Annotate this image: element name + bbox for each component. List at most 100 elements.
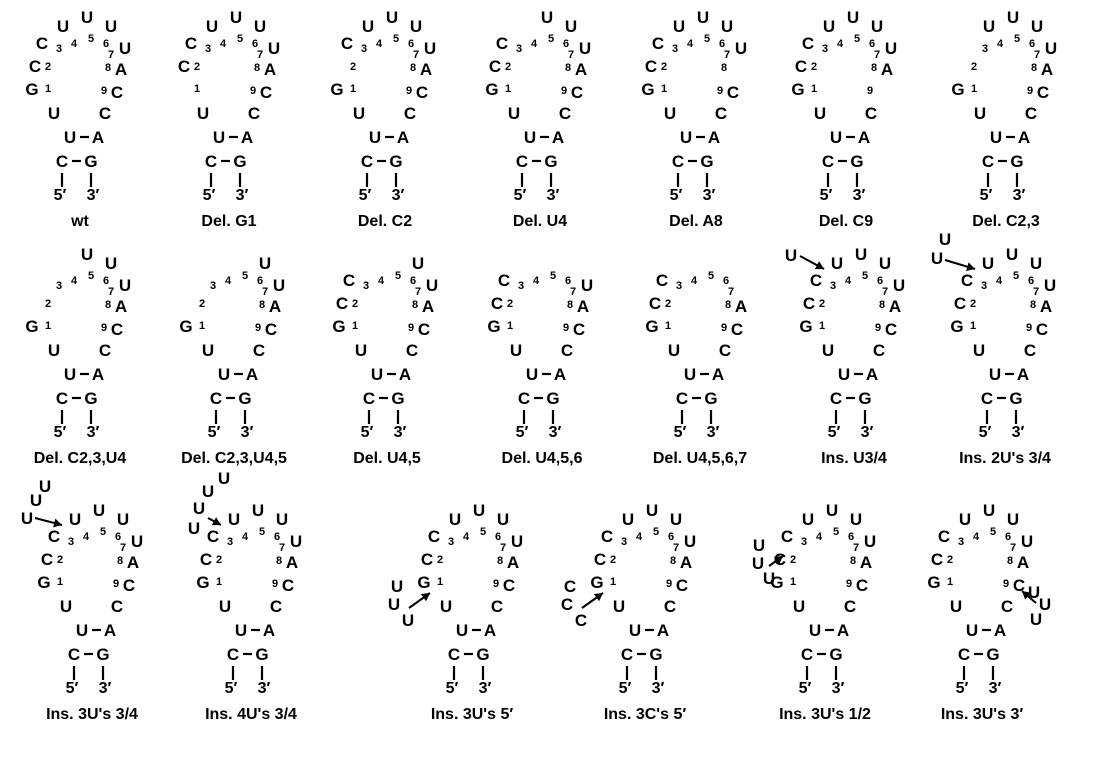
position-index-1: 1	[661, 83, 667, 95]
position-index-7: 7	[120, 542, 126, 554]
stem-base-u: U	[526, 365, 538, 384]
loop-base-2: C	[645, 57, 657, 76]
position-index-7: 7	[279, 542, 285, 554]
three-prime-label: 3′	[392, 187, 405, 204]
position-index-4: 4	[225, 275, 232, 287]
loop-base-6: U	[1031, 17, 1043, 36]
loop-base-8: A	[420, 60, 432, 79]
stem-base-u: U	[76, 621, 88, 640]
loop-base-5: U	[81, 8, 93, 27]
loop-base-4: U	[802, 510, 814, 529]
loop-base-6: U	[1007, 510, 1019, 529]
loop-base-1: G	[641, 80, 654, 99]
stem-base-g: G	[700, 152, 713, 171]
position-index-6: 6	[1029, 38, 1035, 50]
loop-base-1: G	[799, 317, 812, 336]
loop-base-7: U	[1045, 39, 1057, 58]
position-index-1: 1	[970, 320, 976, 332]
loop-base-7: U	[893, 276, 905, 295]
position-index-5: 5	[88, 270, 94, 282]
position-index-9: 9	[250, 85, 256, 97]
five-prime-label: 5′	[203, 187, 216, 204]
position-index-7: 7	[1034, 49, 1040, 61]
loop-base-2: C	[41, 550, 53, 569]
stem-base-g: G	[391, 389, 404, 408]
stem-base-g: G	[84, 152, 97, 171]
loop-base-7: U	[424, 39, 436, 58]
loop-base-9: C	[260, 83, 272, 102]
panel-caption: Del. C2	[358, 213, 412, 230]
position-index-8: 8	[725, 299, 731, 311]
position-index-7: 7	[262, 286, 268, 298]
loop-base-3: C	[48, 527, 60, 546]
stem-base-c: C	[205, 152, 217, 171]
stem-base-a: A	[241, 128, 253, 147]
position-index-6: 6	[103, 275, 109, 287]
loop-base-3: C	[185, 34, 197, 53]
panel-caption: Ins. U3/4	[821, 450, 887, 467]
position-index-8: 8	[497, 555, 503, 567]
position-index-6: 6	[1028, 275, 1034, 287]
loop-base-u-left: U	[950, 597, 962, 616]
position-index-2: 2	[970, 298, 976, 310]
position-index-1: 1	[790, 576, 796, 588]
loop-base-6: U	[410, 17, 422, 36]
position-index-2: 2	[352, 298, 358, 310]
stem-base-c: C	[56, 389, 68, 408]
position-index-6: 6	[848, 531, 854, 543]
loop-base-c-right: C	[491, 597, 503, 616]
loop-base-5: U	[646, 501, 658, 520]
three-prime-label: 3′	[87, 187, 100, 204]
stem-base-g: G	[544, 152, 557, 171]
position-index-9: 9	[846, 578, 852, 590]
stem-base-u: U	[371, 365, 383, 384]
stem-base-g: G	[986, 645, 999, 664]
position-index-7: 7	[724, 49, 730, 61]
loop-base-9: C	[503, 576, 515, 595]
position-index-7: 7	[568, 49, 574, 61]
loop-base-c-right: C	[404, 104, 416, 123]
five-prime-label: 5′	[619, 680, 632, 697]
position-index-1: 1	[665, 320, 671, 332]
loop-base-2: C	[29, 57, 41, 76]
position-index-2: 2	[819, 298, 825, 310]
position-index-4: 4	[996, 275, 1003, 287]
position-index-8: 8	[105, 299, 111, 311]
loop-base-8: A	[286, 553, 298, 572]
loop-base-7: U	[131, 532, 143, 551]
loop-base-2: C	[489, 57, 501, 76]
loop-base-4: U	[982, 254, 994, 273]
stem-base-g: G	[233, 152, 246, 171]
stem-base-g: G	[84, 389, 97, 408]
stem-base-u: U	[684, 365, 696, 384]
stem-base-a: A	[994, 621, 1006, 640]
position-index-6: 6	[252, 38, 258, 50]
loop-base-u-left: U	[814, 104, 826, 123]
position-index-3: 3	[518, 280, 524, 292]
five-prime-label: 5′	[514, 187, 527, 204]
position-index-1: 1	[971, 83, 977, 95]
position-index-2: 2	[811, 61, 817, 73]
loop-base-u-left: U	[613, 597, 625, 616]
loop-base-9: C	[727, 83, 739, 102]
loop-base-3: C	[961, 271, 973, 290]
stem-base-a: A	[837, 621, 849, 640]
loop-base-u-left: U	[822, 341, 834, 360]
five-prime-label: 5′	[359, 187, 372, 204]
position-index-6: 6	[565, 275, 571, 287]
position-index-3: 3	[448, 536, 454, 548]
position-index-4: 4	[837, 38, 844, 50]
position-index-8: 8	[412, 299, 418, 311]
loop-base-5: U	[81, 245, 93, 264]
stem-base-c: C	[981, 389, 993, 408]
stem-base-a: A	[1018, 128, 1030, 147]
loop-base-c-right: C	[1025, 104, 1037, 123]
position-index-3: 3	[56, 280, 62, 292]
position-index-5: 5	[480, 526, 486, 538]
position-index-1: 1	[507, 320, 513, 332]
stem-base-c: C	[672, 152, 684, 171]
stem-base-a: A	[397, 128, 409, 147]
